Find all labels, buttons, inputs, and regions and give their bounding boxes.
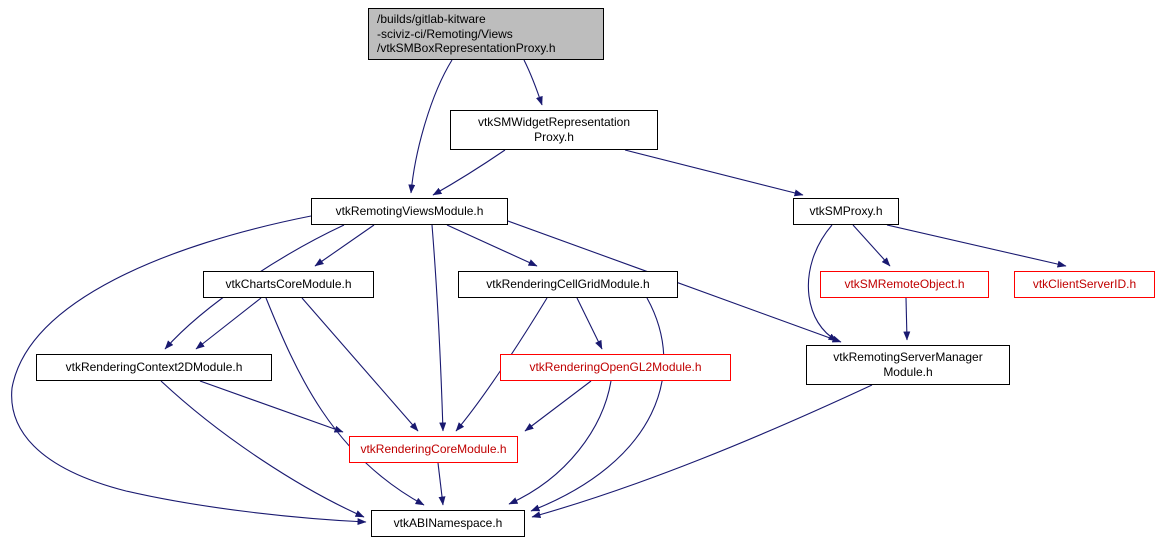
node-vtkRenderingOpenGL2Module-h[interactable]: vtkRenderingOpenGL2Module.h [500, 354, 731, 381]
edge-opengl2-to-renderingcore [524, 380, 592, 432]
node-vtkClientServerID-h[interactable]: vtkClientServerID.h [1014, 271, 1155, 298]
edge-widget-to-smproxy [624, 149, 804, 197]
edge-smproxy-to-smremote [852, 224, 891, 267]
edge-renderingcore-to-abinamespace [437, 462, 446, 506]
edge-main-to-widget [523, 59, 543, 106]
edge-main-to-views [408, 59, 453, 194]
node-vtkSMBoxRepresentationProxy-h: /builds/gitlab-kitware -sciviz-ci/Remoti… [368, 8, 604, 60]
edge-views-to-abinamespace [11, 215, 367, 526]
edge-smremote-to-servermanager [903, 297, 911, 341]
edge-smproxy-to-clientserver [886, 224, 1067, 268]
node-vtkRemotingViewsModule-h[interactable]: vtkRemotingViewsModule.h [311, 198, 508, 225]
edge-cellgrid-to-abinamespace [530, 297, 665, 512]
node-vtkSMRemoteObject-h[interactable]: vtkSMRemoteObject.h [820, 271, 989, 298]
edge-charts-to-abinamespace [265, 297, 425, 506]
node-vtkSMWidgetRepresentationProxy-h[interactable]: vtkSMWidgetRepresentation Proxy.h [450, 110, 658, 150]
node-vtkRenderingContext2DModule-h[interactable]: vtkRenderingContext2DModule.h [36, 354, 272, 381]
node-vtkABINamespace-h[interactable]: vtkABINamespace.h [371, 510, 525, 537]
edge-context2d-to-renderingcore [199, 380, 344, 433]
edge-views-to-cellgrid [446, 224, 538, 267]
node-vtkSMProxy-h[interactable]: vtkSMProxy.h [793, 198, 899, 225]
edge-cellgrid-to-opengl2 [576, 297, 603, 350]
node-vtkRenderingCellGridModule-h[interactable]: vtkRenderingCellGridModule.h [458, 271, 678, 298]
node-vtkRemotingServerManagerModule-h[interactable]: vtkRemotingServerManager Module.h [806, 345, 1010, 385]
edge-widget-to-views [432, 149, 506, 196]
node-vtkChartsCoreModule-h[interactable]: vtkChartsCoreModule.h [203, 271, 374, 298]
edge-charts-to-context2d [195, 297, 262, 350]
edge-servermanager-to-abinamespace [531, 384, 873, 519]
edge-charts-to-renderingcore [301, 297, 419, 432]
edge-context2d-to-abinamespace [160, 380, 365, 518]
edge-views-to-charts [314, 224, 375, 267]
edge-opengl2-to-abinamespace [508, 380, 612, 505]
node-vtkRenderingCoreModule-h[interactable]: vtkRenderingCoreModule.h [349, 436, 518, 463]
edge-views-to-renderingcore [431, 224, 447, 432]
edge-smproxy-to-servermanager [807, 224, 838, 342]
